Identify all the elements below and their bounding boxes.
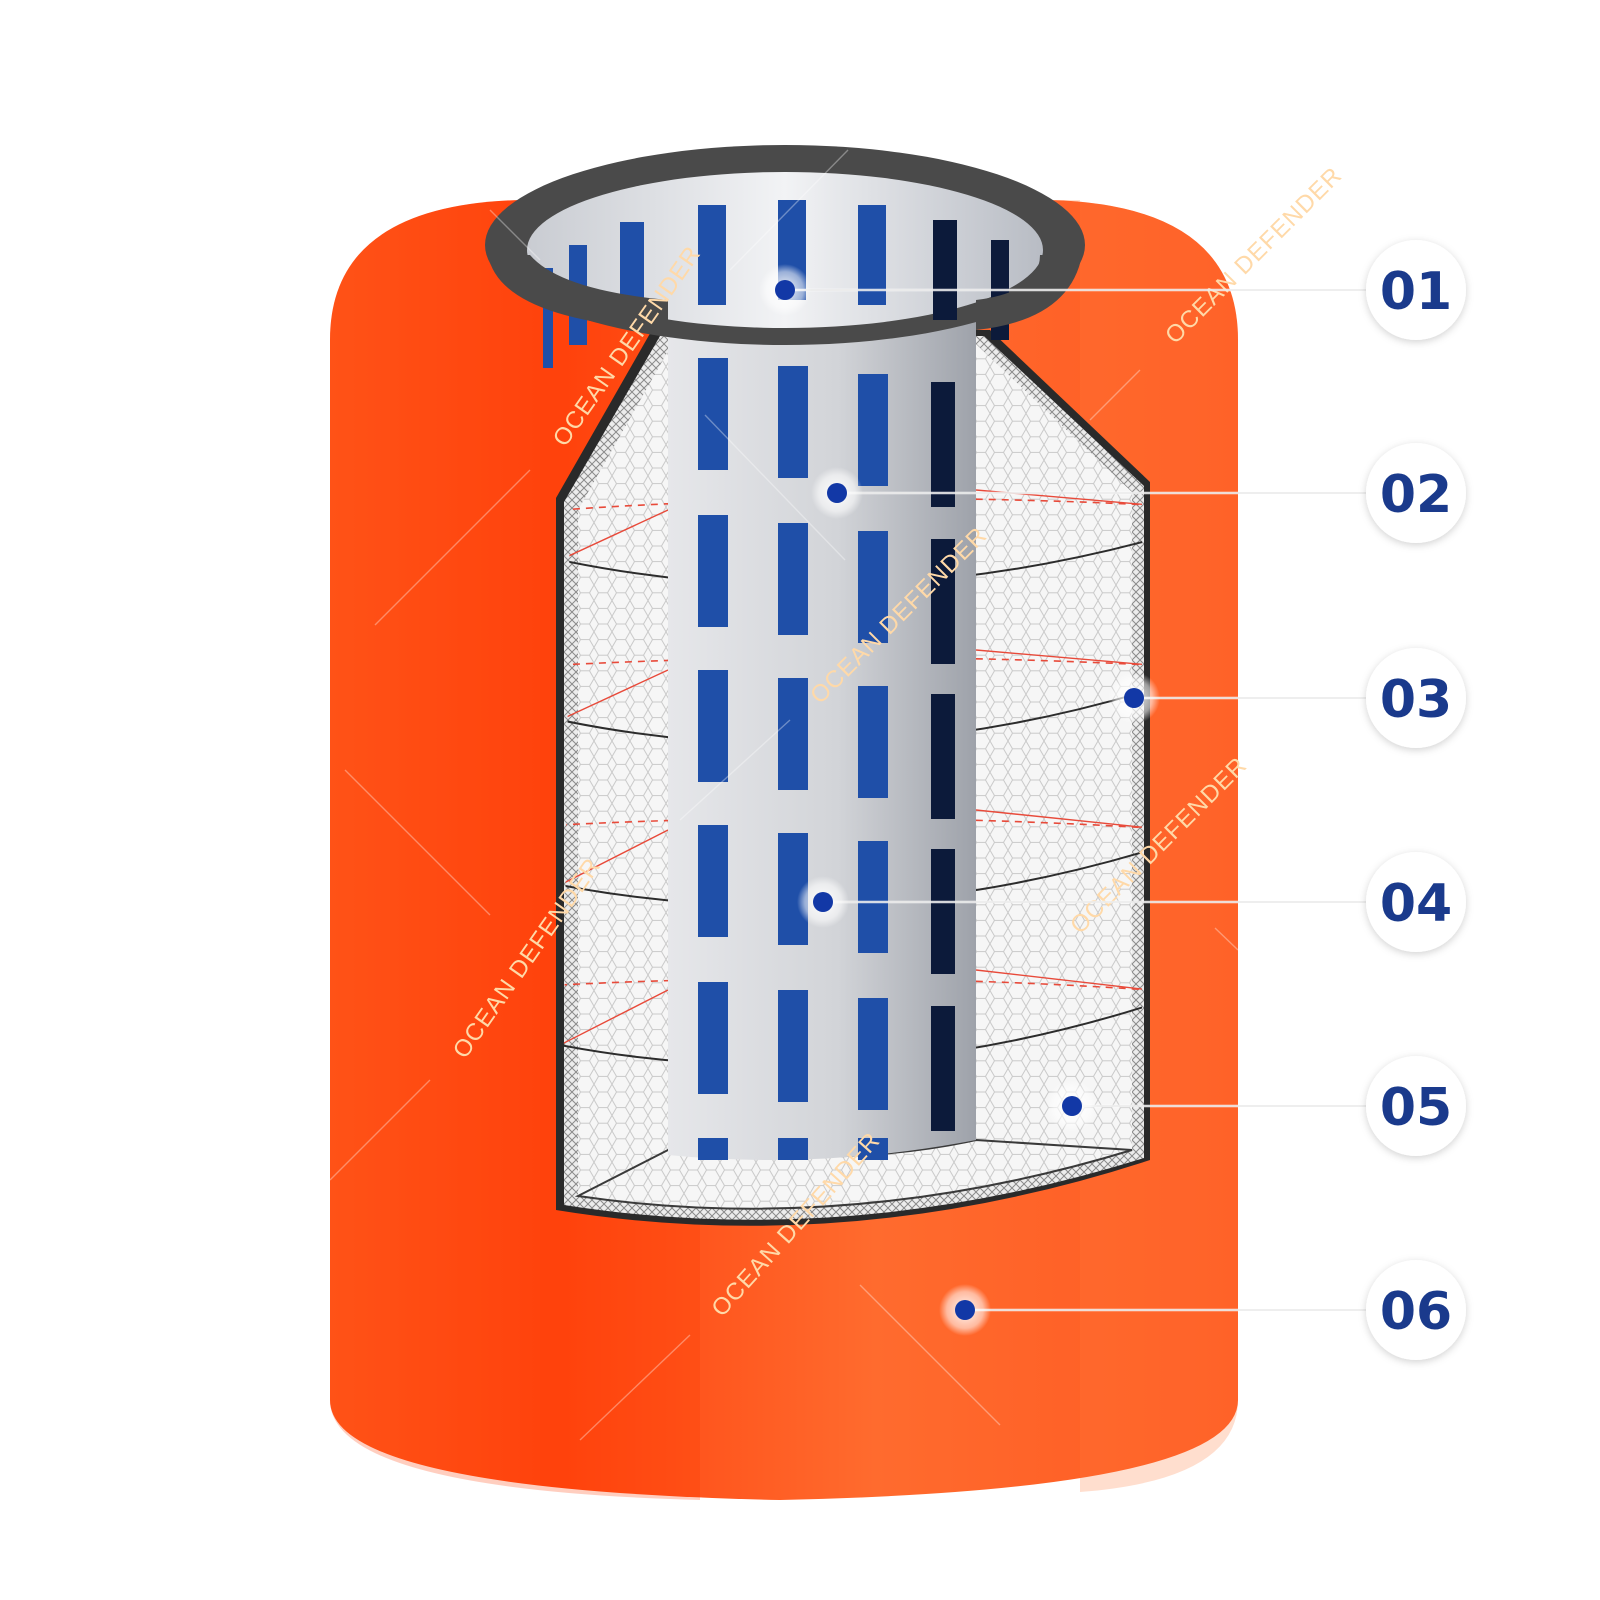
callout-badge	[1366, 1260, 1466, 1360]
pipe-slot	[778, 1138, 808, 1160]
top-rim	[485, 145, 1085, 368]
pipe-slot	[698, 1138, 728, 1160]
inner-wall-slot	[543, 268, 553, 368]
callout-badge	[1366, 852, 1466, 952]
pipe-slot	[858, 531, 888, 643]
pipe-slot	[931, 1006, 955, 1131]
callout-02: 02	[811, 443, 1466, 543]
marker-dot	[1062, 1096, 1082, 1116]
callout-04: 04	[797, 852, 1466, 952]
callout-03: 03	[1108, 648, 1466, 748]
callout-badge	[1366, 443, 1466, 543]
pipe-slot	[698, 515, 728, 627]
callout-label: 03	[1380, 670, 1452, 730]
callout-01: 01	[759, 240, 1466, 340]
inner-wall-slot	[858, 205, 886, 305]
marker-dot	[813, 892, 833, 912]
pipe-slot	[698, 358, 728, 470]
pipe-slot	[931, 539, 955, 664]
inner-wall-slot	[698, 205, 726, 305]
pipe-slot	[858, 1138, 888, 1160]
callout-06: 06	[939, 1260, 1466, 1360]
pipe-slot	[858, 686, 888, 798]
pipe-slot	[931, 849, 955, 974]
callout-label: 01	[1380, 262, 1452, 322]
callout-label: 06	[1380, 1282, 1452, 1342]
callout-badge	[1366, 240, 1466, 340]
pipe-slot	[698, 670, 728, 782]
pipe-slot	[858, 841, 888, 953]
pipe-slot	[698, 982, 728, 1094]
marker-dot	[955, 1300, 975, 1320]
marker-dot	[775, 280, 795, 300]
pipe-slot	[778, 678, 808, 790]
decor-lines	[329, 149, 1239, 1441]
pipe-slots	[698, 358, 955, 1160]
inner-pipe	[668, 300, 976, 1160]
callout-label: 02	[1380, 465, 1452, 525]
callout-05: 05	[1046, 1056, 1466, 1156]
callout-label: 04	[1380, 874, 1452, 934]
inner-wall-slot	[933, 220, 957, 320]
pipe-slot	[778, 366, 808, 478]
callout-group: 01 02 03 04 05 06	[759, 240, 1466, 1360]
callout-badge	[1366, 1056, 1466, 1156]
pipe-slot	[698, 825, 728, 937]
pipe-slot	[858, 374, 888, 486]
marker-dot	[827, 483, 847, 503]
callout-label: 05	[1380, 1078, 1452, 1138]
pipe-slot	[858, 998, 888, 1110]
pipe-slot	[778, 990, 808, 1102]
pipe-slot	[931, 694, 955, 819]
pipe-slot	[931, 382, 955, 507]
marker-dot	[1124, 688, 1144, 708]
pipe-slot	[778, 523, 808, 635]
callout-badge	[1366, 648, 1466, 748]
